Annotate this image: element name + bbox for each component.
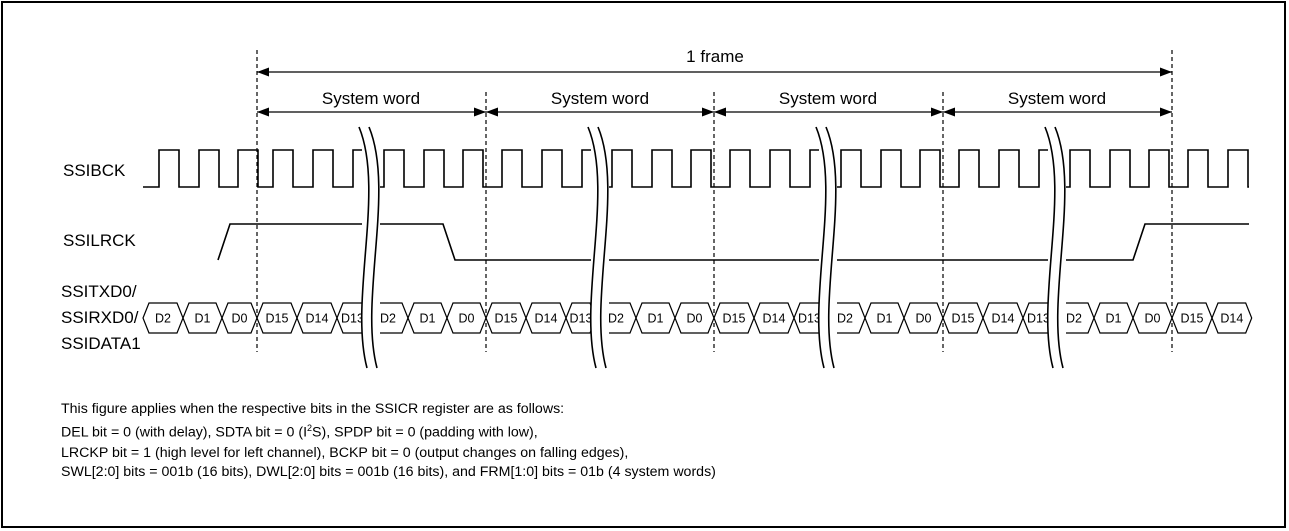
arrowhead bbox=[1160, 107, 1172, 117]
data-cell-label: D2 bbox=[155, 312, 171, 326]
data-cell-label: D0 bbox=[916, 312, 932, 326]
system-word-label-4: System word bbox=[1008, 89, 1106, 108]
arrowhead bbox=[257, 67, 269, 77]
data-cell-label: D15 bbox=[952, 312, 975, 326]
break-mark bbox=[358, 125, 380, 370]
data-cell-label: D0 bbox=[687, 312, 703, 326]
figure-notes: This figure applies when the respective … bbox=[61, 400, 716, 482]
note-line-2: DEL bit = 0 (with delay), SDTA bit = 0 (… bbox=[61, 419, 716, 443]
data-cell-label: D14 bbox=[992, 312, 1015, 326]
data-cell-label: D15 bbox=[266, 312, 289, 326]
note-line-3: LRCKP bit = 1 (high level for left chann… bbox=[61, 444, 629, 461]
system-word-label-3: System word bbox=[779, 89, 877, 108]
waveforms bbox=[143, 149, 1249, 261]
signal-label-ssilrck: SSILRCK bbox=[63, 231, 136, 250]
data-cell-label: D15 bbox=[495, 312, 518, 326]
data-cells: D2 D1 D0 D15 D14 D13 D2 D1 D0 D15 D14 D13 D2 D1 D0 D15 D… bbox=[142, 302, 1253, 334]
data-cell-label: D13 bbox=[570, 312, 593, 326]
data-cell-label: D15 bbox=[723, 312, 746, 326]
arrowhead bbox=[702, 107, 714, 117]
data-cell-label: D0 bbox=[459, 312, 475, 326]
data-cell-label: D1 bbox=[1106, 312, 1122, 326]
break-marks bbox=[358, 125, 1066, 370]
arrowhead bbox=[714, 107, 726, 117]
break-gap bbox=[591, 125, 609, 370]
break-mark bbox=[815, 125, 837, 370]
note-line-2-sup: 2 bbox=[307, 423, 313, 434]
data-cell-label: D1 bbox=[648, 312, 664, 326]
signal-label-data-line1: SSITXD0/ bbox=[61, 282, 137, 301]
break-curve bbox=[368, 126, 380, 369]
data-cell-label: D14 bbox=[535, 312, 558, 326]
note-line-4: SWL[2:0] bits = 001b (16 bits), DWL[2:0]… bbox=[61, 463, 716, 480]
data-cell-label: D0 bbox=[232, 312, 248, 326]
break-gap bbox=[1048, 125, 1066, 370]
break-gap bbox=[819, 125, 837, 370]
ssibck-waveform bbox=[143, 149, 1249, 188]
data-cell-label: D0 bbox=[1145, 312, 1161, 326]
dimension-arrows bbox=[257, 67, 1172, 117]
frame-label: 1 frame bbox=[686, 47, 744, 66]
arrowhead bbox=[257, 107, 269, 117]
boundary-dashed-lines bbox=[256, 50, 1173, 352]
data-cell-label: D13 bbox=[341, 312, 364, 326]
signal-label-ssibck: SSIBCK bbox=[63, 161, 126, 180]
data-cell-label: D14 bbox=[306, 312, 329, 326]
note-line-2-pre: DEL bit = 0 (with delay), SDTA bit = 0 (… bbox=[61, 425, 308, 442]
data-cell-label: D15 bbox=[1181, 312, 1204, 326]
arrowhead bbox=[943, 107, 955, 117]
signal-label-data-line2: SSIRXD0/ bbox=[61, 308, 139, 327]
data-cell-label: D14 bbox=[1220, 312, 1243, 326]
system-word-label-2: System word bbox=[551, 89, 649, 108]
break-curve bbox=[1044, 126, 1056, 369]
system-word-label-1: System word bbox=[322, 89, 420, 108]
data-cell-label: D2 bbox=[837, 312, 853, 326]
arrowhead bbox=[474, 107, 486, 117]
arrowhead bbox=[1160, 67, 1172, 77]
note-line-1: This figure applies when the respective … bbox=[61, 401, 565, 417]
break-mark bbox=[1044, 125, 1066, 370]
data-cell-label: D13 bbox=[1027, 312, 1050, 326]
data-cell-label: D2 bbox=[380, 312, 396, 326]
data-cell-shape bbox=[1211, 302, 1253, 334]
break-curve bbox=[815, 126, 827, 369]
ssilrck-waveform bbox=[217, 223, 1249, 261]
signal-label-data-line3: SSIDATA1 bbox=[61, 334, 141, 353]
break-curve bbox=[1054, 126, 1066, 369]
data-cell-label: D1 bbox=[195, 312, 211, 326]
break-gap bbox=[362, 125, 380, 370]
break-mark bbox=[587, 125, 609, 370]
data-cell-label: D2 bbox=[1066, 312, 1082, 326]
data-cell-label: D13 bbox=[798, 312, 821, 326]
data-cell-label: D2 bbox=[608, 312, 624, 326]
data-cell-label: D14 bbox=[763, 312, 786, 326]
break-curve bbox=[587, 126, 599, 369]
arrowhead bbox=[931, 107, 943, 117]
data-cell-label: D1 bbox=[877, 312, 893, 326]
break-curve bbox=[825, 126, 837, 369]
break-curve bbox=[597, 126, 609, 369]
break-curve bbox=[358, 126, 370, 369]
data-cell-label: D1 bbox=[420, 312, 436, 326]
note-line-2-post: S), SPDP bit = 0 (padding with low), bbox=[312, 425, 538, 442]
arrowhead bbox=[486, 107, 498, 117]
